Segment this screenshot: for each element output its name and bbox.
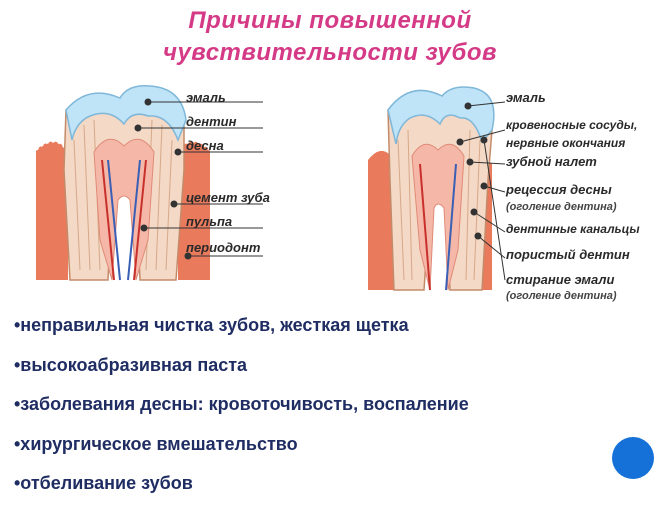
label-enamel-abrasion: стирание эмали bbox=[506, 272, 615, 287]
title-line-2: чувствительности зубов bbox=[162, 39, 498, 66]
label-cementum: цемент зуба bbox=[186, 190, 270, 205]
sensitive-tooth-diagram: эмаль кровеносные сосуды, нервные оконча… bbox=[360, 80, 660, 310]
cause-item: •хирургическое вмешательство bbox=[14, 433, 298, 454]
cause-item: •отбеливание зубов bbox=[14, 473, 193, 493]
label-dentin: дентин bbox=[186, 114, 237, 129]
healthy-tooth-illustration bbox=[35, 85, 263, 281]
label-enamel: эмаль bbox=[186, 90, 226, 105]
label-porous-dentin: пористый дентин bbox=[506, 247, 630, 262]
title-line-1: Причины повышенной bbox=[188, 7, 472, 34]
healthy-tooth-diagram: эмаль дентин десна цемент зуба пульпа пе… bbox=[28, 80, 298, 290]
label-periodontium: периодонт bbox=[186, 240, 261, 255]
label-nerve-endings: нервные окончания bbox=[506, 136, 626, 150]
label-enamel-right: эмаль bbox=[506, 90, 546, 105]
cause-item: •высокоабразивная паста bbox=[14, 354, 248, 375]
label-plaque: зубной налет bbox=[506, 154, 597, 169]
cause-item: •заболевания десны: кровоточивость, восп… bbox=[14, 394, 469, 414]
cause-item: •неправильная чистка зубов, жесткая щетк… bbox=[14, 315, 409, 335]
label-dentin-tubules: дентинные канальцы bbox=[506, 222, 640, 236]
label-enamel-abrasion-note: (оголение дентина) bbox=[506, 290, 617, 302]
label-gum-recession-note: (оголение дентина) bbox=[506, 201, 617, 213]
causes-list: •неправильная чистка зубов, жесткая щетк… bbox=[14, 306, 654, 504]
label-gum: десна bbox=[186, 138, 224, 153]
label-blood-vessels: кровеносные сосуды, bbox=[506, 118, 638, 132]
label-pulp: пульпа bbox=[186, 214, 233, 229]
navigation-dot[interactable] bbox=[612, 437, 654, 479]
label-gum-recession: рецессия десны bbox=[506, 182, 612, 197]
sensitive-tooth-illustration bbox=[368, 86, 506, 291]
